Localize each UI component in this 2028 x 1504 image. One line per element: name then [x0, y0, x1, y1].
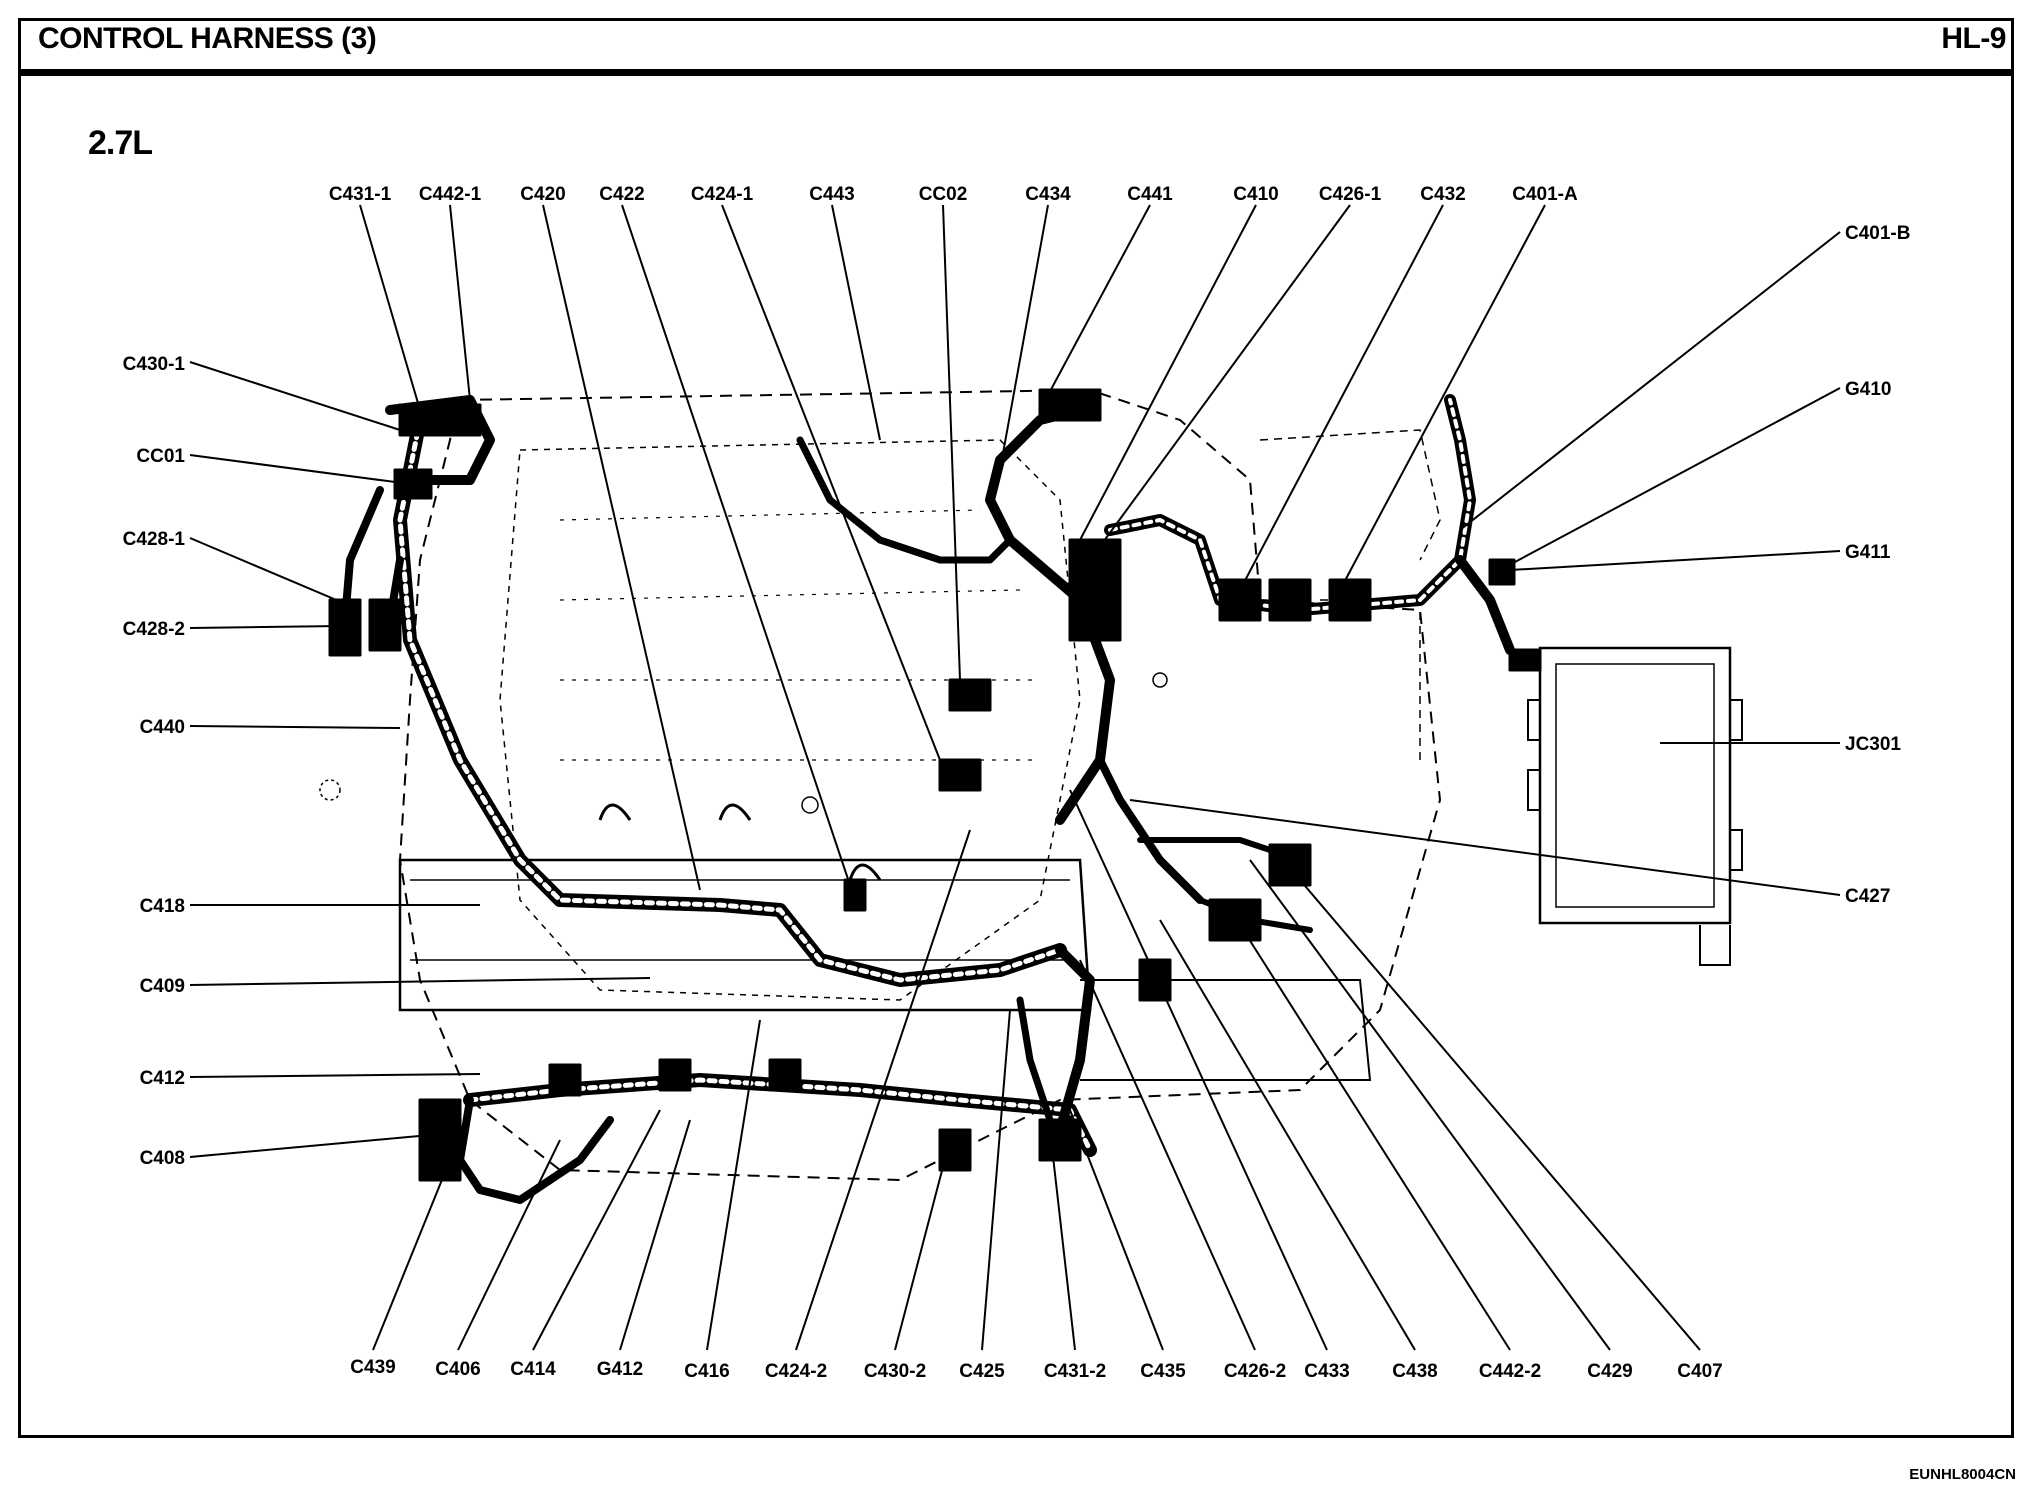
label-c422: C422 [599, 184, 644, 205]
label-c414: C414 [510, 1359, 556, 1380]
label-c401-a: C401-A [1512, 184, 1578, 205]
wiring-harness [328, 388, 1542, 1204]
label-c416: C416 [684, 1361, 729, 1382]
header-rule [18, 69, 2014, 76]
label-c433: C433 [1304, 1361, 1349, 1382]
label-c432: C432 [1420, 184, 1465, 205]
label-c428-1: C428-1 [123, 529, 186, 550]
label-c442-1: C442-1 [419, 184, 482, 205]
label-c406: C406 [435, 1359, 480, 1380]
page-title: CONTROL HARNESS (3) [38, 22, 377, 55]
label-g411: G411 [1845, 542, 1891, 563]
label-c431-1: C431-1 [329, 184, 392, 205]
label-c424-2: C424-2 [765, 1361, 827, 1382]
label-c407: C407 [1677, 1361, 1722, 1382]
label-cc01: CC01 [136, 446, 185, 467]
label-c438: C438 [1392, 1361, 1437, 1382]
leader-lines [189, 204, 1841, 1351]
label-g412: G412 [597, 1359, 643, 1380]
label-g410: G410 [1845, 379, 1891, 400]
label-c439: C439 [350, 1357, 395, 1378]
label-c429: C429 [1587, 1361, 1632, 1382]
label-c418: C418 [140, 896, 185, 917]
label-c434: C434 [1025, 184, 1071, 205]
label-c412: C412 [140, 1068, 185, 1089]
label-c425: C425 [959, 1361, 1005, 1382]
page-code: HL-9 [1941, 22, 2006, 55]
label-c409: C409 [140, 976, 185, 997]
label-c430-1: C430-1 [123, 354, 186, 375]
label-jc301: JC301 [1845, 734, 1901, 755]
label-c440: C440 [140, 717, 185, 738]
label-c401-b: C401-B [1845, 223, 1910, 244]
label-c431-2: C431-2 [1044, 1361, 1106, 1382]
engine-drawing [319, 388, 1743, 1182]
figure-code: EUNHL8004CN [1909, 1466, 2016, 1483]
label-c427: C427 [1845, 886, 1890, 907]
label-c430-2: C430-2 [864, 1361, 926, 1382]
label-c443: C443 [809, 184, 854, 205]
label-c424-1: C424-1 [691, 184, 754, 205]
label-c420: C420 [520, 184, 565, 205]
connector-labels: C431-1 C442-1 C420 C422 C424-1 C443 CC02… [123, 184, 1911, 1382]
engine-subtitle: 2.7L [88, 124, 153, 162]
label-c426-1: C426-1 [1319, 184, 1382, 205]
label-c410: C410 [1233, 184, 1278, 205]
label-c426-2: C426-2 [1224, 1361, 1286, 1382]
label-c442-2: C442-2 [1479, 1361, 1541, 1382]
label-c428-2: C428-2 [123, 619, 185, 640]
label-cc02: CC02 [919, 184, 968, 205]
label-c435: C435 [1140, 1361, 1186, 1382]
label-c441: C441 [1127, 184, 1173, 205]
label-c408: C408 [140, 1148, 185, 1169]
